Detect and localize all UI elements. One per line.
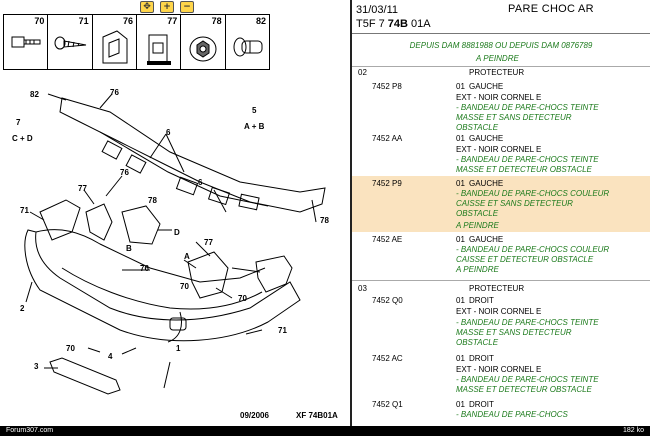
callout-3[interactable]: 3 xyxy=(34,362,39,371)
part-number: 78 xyxy=(211,16,222,26)
clip-icon xyxy=(102,30,128,64)
site-credit: Forum307.com xyxy=(6,427,54,434)
catalog-date: 31/03/11 xyxy=(356,4,399,16)
zoom-toolbar: ✥ + − xyxy=(140,1,194,13)
part-cell-82[interactable]: 82 xyxy=(226,15,269,69)
callout-78[interactable]: 78 xyxy=(148,196,157,205)
callout-a-b[interactable]: A + B xyxy=(244,122,265,131)
part-reference: 7452 P9 xyxy=(372,179,402,188)
callout-4[interactable]: 4 xyxy=(108,352,113,361)
callout-77-b[interactable]: 77 xyxy=(204,238,213,247)
part-cell-70[interactable]: 70 xyxy=(4,15,49,69)
part-reference: 7452 P8 xyxy=(372,82,402,91)
part-reference: 7452 Q1 xyxy=(372,400,403,409)
callout-7[interactable]: 7 xyxy=(16,118,21,127)
group-header-02: 02 PROTECTEUR xyxy=(358,68,525,77)
table-row[interactable]: 7452 AA 01 GAUCHE EXT - NOIR CORNEL E - … xyxy=(372,134,599,174)
parts-list-pane: 31/03/11 PARE CHOC AR T5F 7 74B 01A DEPU… xyxy=(352,0,650,426)
callout-1[interactable]: 1 xyxy=(176,344,181,353)
callout-c-d[interactable]: C + D xyxy=(12,134,33,143)
group-header-03: 03 PROTECTEUR xyxy=(358,284,525,293)
part-cell-71[interactable]: 71 xyxy=(48,15,93,69)
part-number: 76 xyxy=(122,16,133,26)
part-number: 70 xyxy=(34,16,45,26)
header-divider xyxy=(352,33,650,34)
table-row[interactable]: 7452 Q0 01 DROIT EXT - NOIR CORNEL E - B… xyxy=(372,296,599,347)
part-reference: 7452 AE xyxy=(372,235,403,244)
plug-fastener-icon xyxy=(233,37,263,57)
table-row[interactable]: 7452 P8 01 GAUCHE EXT - NOIR CORNEL E - … xyxy=(372,82,599,132)
callout-d[interactable]: D xyxy=(174,228,180,237)
screw-icon xyxy=(11,36,41,48)
list-item: A PEINDRE xyxy=(476,54,519,63)
diagram-date: 09/2006 xyxy=(240,411,269,420)
zoom-out-icon[interactable]: − xyxy=(180,1,194,13)
callout-2[interactable]: 2 xyxy=(20,304,25,313)
callout-78-b[interactable]: 78 xyxy=(320,216,329,225)
callout-70-b[interactable]: 70 xyxy=(180,282,189,291)
part-reference: 7452 Q0 xyxy=(372,296,403,305)
callout-76-c[interactable]: 76 xyxy=(140,264,149,273)
diagram-reference: XF 74B01A xyxy=(296,411,338,420)
pane-divider[interactable] xyxy=(350,0,352,426)
callout-6-b[interactable]: 6 xyxy=(198,178,203,187)
part-number: 82 xyxy=(255,16,266,26)
self-tapping-screw-icon xyxy=(54,36,87,50)
callout-76[interactable]: 76 xyxy=(110,88,119,97)
zoom-in-icon[interactable]: + xyxy=(160,1,174,13)
part-number: 77 xyxy=(167,16,178,26)
part-cell-77[interactable]: 77 xyxy=(137,15,182,69)
bumper-exploded-diagram xyxy=(24,93,326,395)
callout-70[interactable]: 70 xyxy=(238,294,247,303)
table-row-selected[interactable]: 7452 P9 01 GAUCHE - BANDEAU DE PARE-CHOC… xyxy=(352,176,650,232)
callout-82[interactable]: 82 xyxy=(30,90,39,99)
pan-icon[interactable]: ✥ xyxy=(140,1,154,13)
part-reference: 7452 AA xyxy=(372,134,403,143)
callout-70-c[interactable]: 70 xyxy=(66,344,75,353)
part-cell-78[interactable]: 78 xyxy=(181,15,226,69)
parts-strip: 70 71 76 77 xyxy=(3,14,270,70)
catalog-reference: T5F 7 74B 01A xyxy=(356,18,431,30)
table-row[interactable]: 7452 Q1 01 DROIT - BANDEAU DE PARE-CHOCS xyxy=(372,400,568,419)
diagram-pane: ✥ + − 70 71 76 xyxy=(3,1,338,420)
callout-71[interactable]: 71 xyxy=(20,206,29,215)
validity-note: DEPUIS DAM 8881988 OU DEPUIS DAM 0876789 xyxy=(409,41,593,50)
nut-washer-icon xyxy=(189,36,217,62)
callout-5[interactable]: 5 xyxy=(252,106,257,115)
parts-list: A PEINDRE 02 PROTECTEUR 7452 P8 01 GAUCH… xyxy=(352,54,650,422)
part-number: 71 xyxy=(78,16,89,26)
callout-71-b[interactable]: 71 xyxy=(278,326,287,335)
callout-a[interactable]: A xyxy=(184,252,190,261)
part-reference: 7452 AC xyxy=(372,354,403,363)
page-title: PARE CHOC AR xyxy=(508,3,594,15)
table-row[interactable]: 7452 AC 01 DROIT EXT - NOIR CORNEL E - B… xyxy=(372,354,599,394)
callout-77[interactable]: 77 xyxy=(78,184,87,193)
callout-76-b[interactable]: 76 xyxy=(120,168,129,177)
status-bar: Forum307.com 182 ko xyxy=(0,426,650,436)
file-size: 182 ko xyxy=(622,427,644,434)
table-row[interactable]: 7452 AE 01 GAUCHE - BANDEAU DE PARE-CHOC… xyxy=(372,235,610,274)
part-cell-76[interactable]: 76 xyxy=(93,15,137,69)
callout-b[interactable]: B xyxy=(126,244,132,253)
callout-6-top[interactable]: 6 xyxy=(166,128,171,137)
bracket-icon xyxy=(146,34,171,65)
